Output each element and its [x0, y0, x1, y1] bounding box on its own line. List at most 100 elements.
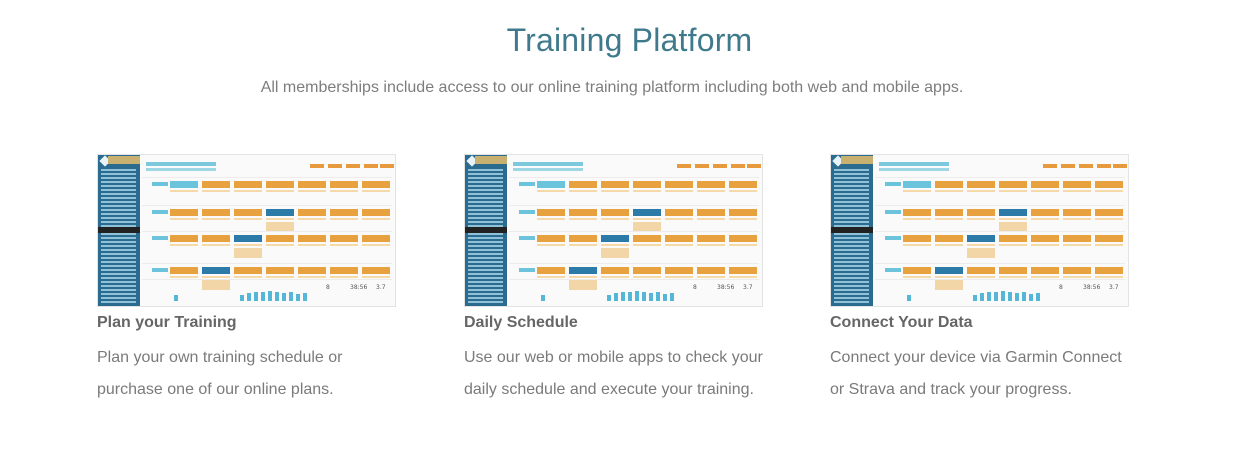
workout-cell: [967, 235, 995, 242]
sidebar-line: [468, 233, 503, 235]
workout-detail: [170, 244, 198, 246]
sidebar-line: [468, 169, 503, 171]
workout-detail: [1095, 244, 1123, 246]
sidebar-line: [468, 217, 503, 219]
toolbar-button: [364, 164, 378, 168]
row-divider: [142, 279, 392, 280]
workout-cell: [298, 235, 326, 242]
sidebar-line: [101, 297, 136, 299]
sidebar-line: [468, 285, 503, 287]
brand-logo-icon: [475, 156, 507, 164]
sidebar-line: [834, 285, 869, 287]
chart-bar: [1008, 292, 1012, 301]
sidebar-line: [834, 169, 869, 171]
screenshot-sidebar: [465, 155, 507, 306]
workout-detail: [330, 190, 358, 192]
sidebar-line: [834, 205, 869, 207]
sidebar-line: [834, 225, 869, 227]
sidebar-line: [834, 277, 869, 279]
workout-extended: [202, 280, 230, 290]
screenshot-header: [513, 168, 583, 171]
sidebar-line: [468, 189, 503, 191]
workout-detail: [330, 276, 358, 278]
chart-bar: [987, 292, 991, 301]
workout-detail: [298, 244, 326, 246]
week-label: [885, 210, 901, 214]
stat-value: 3.7: [1109, 284, 1119, 291]
sidebar-line: [468, 277, 503, 279]
sidebar-line: [101, 201, 136, 203]
sidebar-line: [468, 193, 503, 195]
sidebar-line: [101, 209, 136, 211]
screenshot-header: [879, 162, 949, 166]
sidebar-active-item: [465, 227, 507, 233]
row-divider: [509, 231, 759, 232]
sidebar-line: [468, 205, 503, 207]
workout-detail: [234, 190, 262, 192]
sidebar-line: [101, 301, 136, 303]
workout-cell: [903, 235, 931, 242]
row-divider: [142, 231, 392, 232]
sidebar-line: [468, 273, 503, 275]
workout-detail: [170, 276, 198, 278]
workout-detail: [935, 190, 963, 192]
workout-detail: [1031, 244, 1059, 246]
workout-cell: [569, 235, 597, 242]
workout-cell: [537, 209, 565, 216]
workout-cell: [170, 181, 198, 188]
sidebar-line: [834, 241, 869, 243]
chart-bar: [649, 293, 653, 301]
chart-bar: [980, 293, 984, 301]
sidebar-line: [834, 265, 869, 267]
workout-cell: [330, 181, 358, 188]
chart-bar: [1036, 293, 1040, 301]
feature-heading: Daily Schedule: [464, 314, 578, 331]
workout-extended: [999, 222, 1027, 232]
workout-detail: [537, 276, 565, 278]
workout-cell: [362, 267, 390, 274]
workout-detail: [633, 190, 661, 192]
chart-bar: [1029, 294, 1033, 301]
workout-detail: [569, 244, 597, 246]
workout-detail: [665, 218, 693, 220]
workout-cell: [170, 267, 198, 274]
workout-cell: [1095, 235, 1123, 242]
workout-cell: [697, 267, 725, 274]
sidebar-line: [468, 213, 503, 215]
sidebar-line: [468, 301, 503, 303]
sidebar-line: [101, 233, 136, 235]
week-label: [519, 210, 535, 214]
sidebar-line: [101, 245, 136, 247]
workout-cell: [999, 181, 1027, 188]
sidebar-line: [468, 221, 503, 223]
sidebar-line: [834, 289, 869, 291]
feature-heading: Plan your Training: [97, 314, 237, 331]
workout-detail: [266, 190, 294, 192]
workout-cell: [633, 209, 661, 216]
sidebar-line: [834, 185, 869, 187]
sidebar-line: [101, 197, 136, 199]
sidebar-line: [101, 281, 136, 283]
workout-extended: [266, 222, 294, 232]
workout-extended: [935, 280, 963, 290]
workout-cell: [729, 181, 757, 188]
workout-cell: [665, 181, 693, 188]
chart-bar: [174, 295, 178, 301]
week-label: [152, 210, 168, 214]
workout-detail: [362, 276, 390, 278]
sidebar-line: [101, 205, 136, 207]
row-divider: [142, 177, 392, 178]
workout-detail: [935, 218, 963, 220]
workout-cell: [967, 267, 995, 274]
workout-cell: [298, 209, 326, 216]
sidebar-line: [834, 217, 869, 219]
workout-detail: [298, 276, 326, 278]
chart-bar: [240, 295, 244, 301]
workout-detail: [601, 190, 629, 192]
stat-value: 8: [693, 284, 697, 291]
workout-detail: [729, 244, 757, 246]
workout-extended: [633, 222, 661, 232]
sidebar-line: [101, 253, 136, 255]
workout-detail: [569, 190, 597, 192]
sidebar-line: [834, 201, 869, 203]
